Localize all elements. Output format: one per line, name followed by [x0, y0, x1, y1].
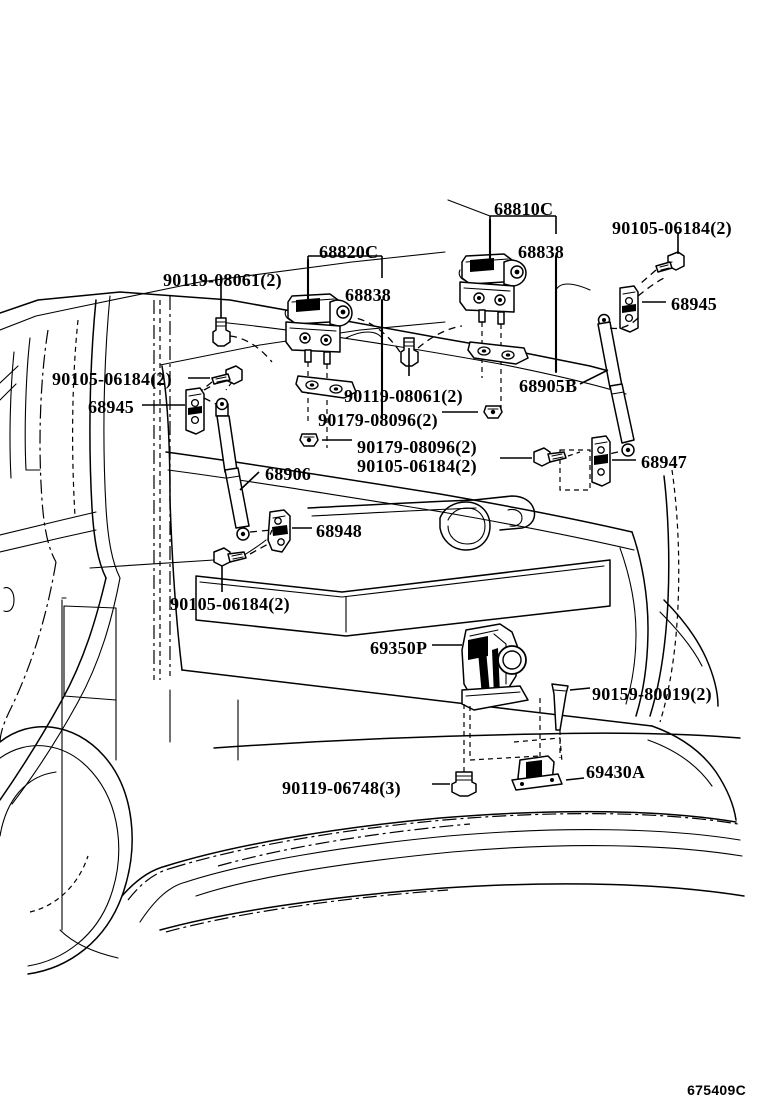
callout-90119-06748: 90119-06748(3) — [282, 778, 401, 798]
callout-68947: 68947 — [641, 452, 687, 472]
callout-90105-06184-c: 90105-06184(2) — [357, 456, 477, 476]
callout-90159-80019: 90159-80019(2) — [592, 684, 712, 704]
right-hinge-assembly-68810C — [458, 253, 529, 408]
stay-bracket-68947 — [559, 435, 611, 491]
back-door-lock-69350P — [432, 623, 541, 761]
callout-68906: 68906 — [265, 464, 311, 484]
stay-bracket-68945-right — [609, 277, 665, 333]
callout-69350P: 69350P — [370, 638, 428, 658]
assembly-dash-lines — [225, 381, 273, 541]
callout-90105-06184-b: 90105-06184(2) — [52, 369, 172, 389]
callout-90119-08061-b: 90119-08061(2) — [344, 386, 463, 406]
vehicle-body-outline — [0, 251, 621, 975]
hex-bolt-90105-06184-lower-left — [89, 543, 269, 592]
callout-90179-08096-a: 90179-08096(2) — [318, 410, 438, 430]
callout-90119-08061-a: 90119-08061(2) — [163, 270, 282, 290]
callout-68810C: 68810C — [494, 199, 554, 219]
back-door-striker-69430A — [511, 737, 585, 791]
body-section-lines — [115, 296, 239, 761]
callout-90105-06184-d: 90105-06184(2) — [170, 594, 290, 614]
hex-bolt-90105-06184-center — [500, 447, 581, 467]
callout-68945-right: 68945 — [671, 294, 717, 314]
callout-68838-right: 68838 — [518, 242, 564, 262]
hex-bolt-90105-06184-left — [188, 365, 243, 391]
flange-nut-90179-08096-upper — [442, 405, 503, 419]
tapping-screw-90159-80019 — [551, 683, 591, 758]
callout-68820C: 68820C — [319, 242, 379, 262]
callout-leader-lines — [142, 199, 679, 529]
callout-90105-06184-a: 90105-06184(2) — [612, 218, 732, 238]
callout-68838-left: 68838 — [345, 285, 391, 305]
stud-bolt-90119-06748 — [432, 700, 477, 797]
left-hinge-assembly-68820C — [284, 293, 357, 448]
gas-stay-68905B — [597, 313, 635, 457]
stud-bolt-90119-08061-left — [212, 317, 273, 363]
callout-68948: 68948 — [316, 521, 362, 541]
callout-69430A: 69430A — [586, 762, 646, 782]
rear-bumper — [159, 732, 745, 933]
stay-bracket-68948 — [235, 509, 291, 561]
flange-nut-90179-08096-lower — [299, 433, 352, 447]
stay-bracket-68945-left — [185, 377, 227, 435]
callout-68905B: 68905B — [519, 376, 578, 396]
gas-stay-68906 — [215, 397, 273, 541]
callout-68945-left: 68945 — [88, 397, 134, 417]
callout-90179-08096-b: 90179-08096(2) — [357, 437, 477, 457]
diagram-id-label: 675409C — [687, 1082, 746, 1098]
